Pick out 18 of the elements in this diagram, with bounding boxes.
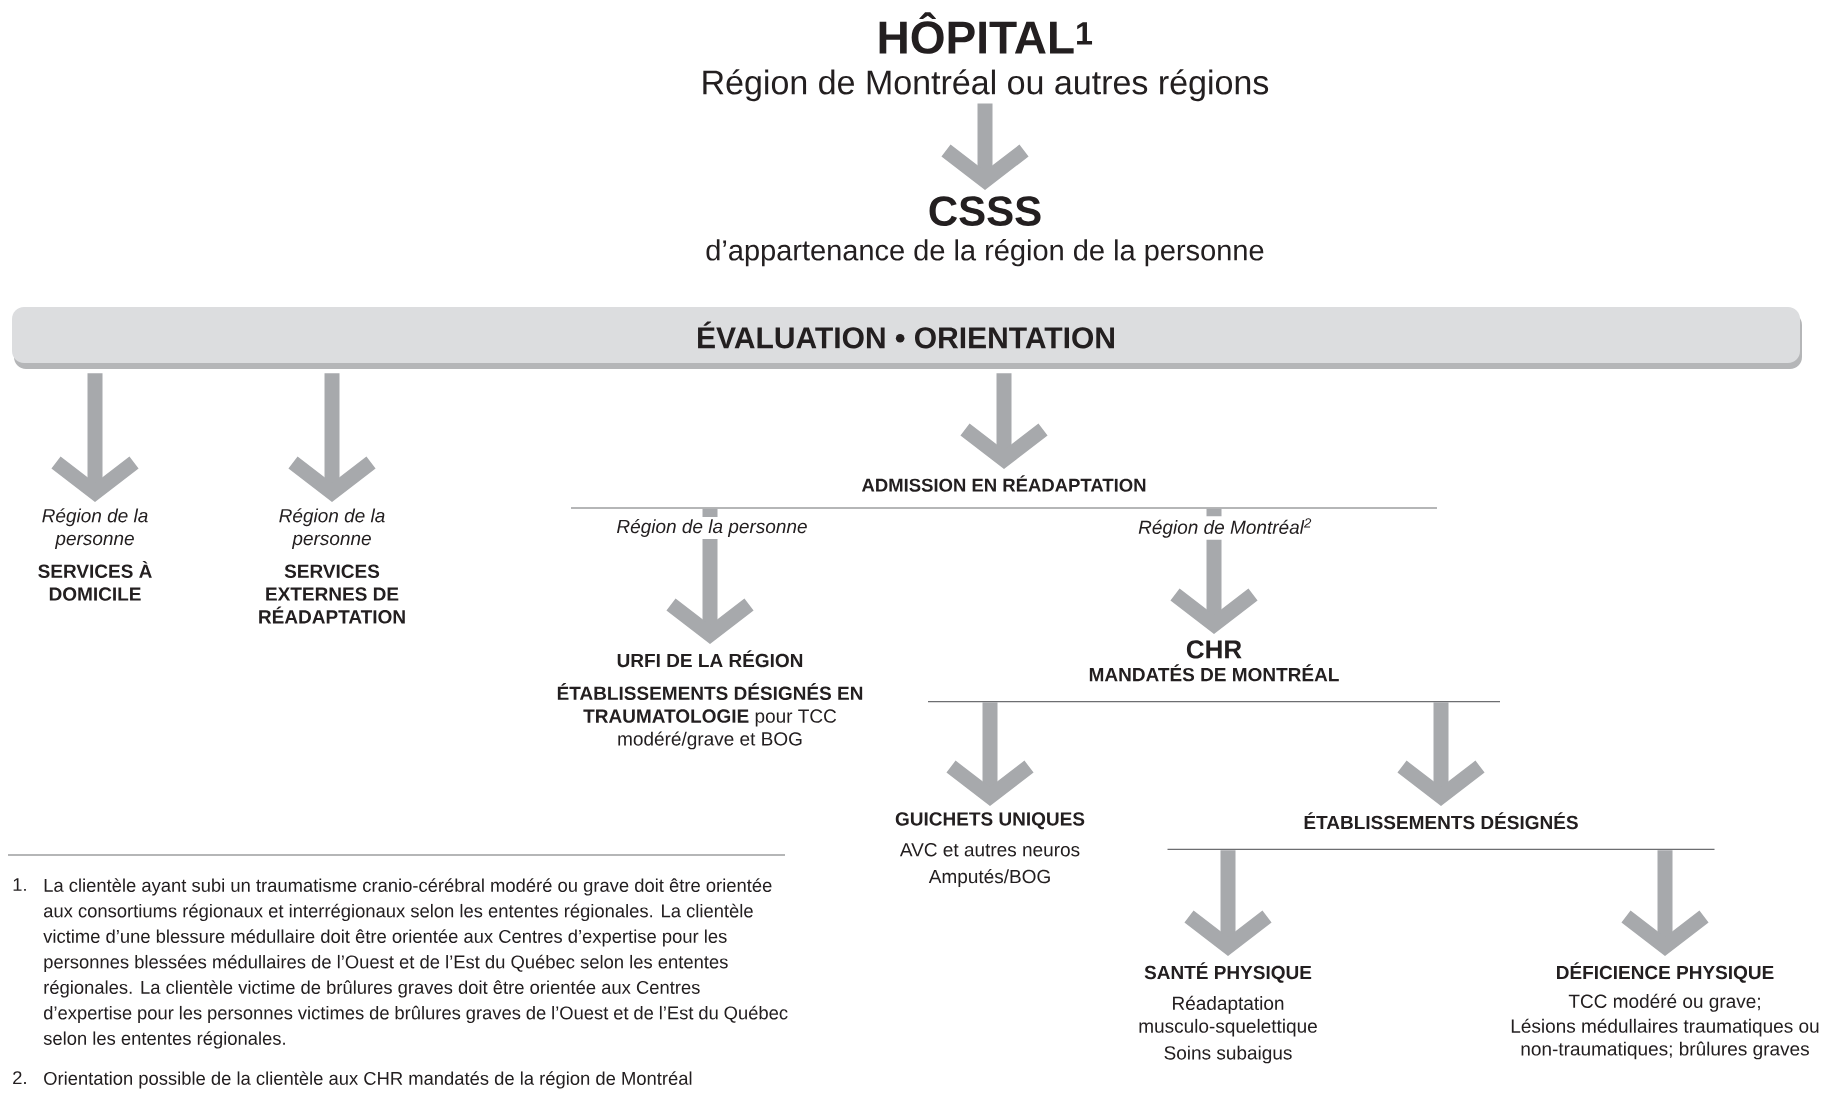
service-text: GUICHETS UNIQUES AVC et autres neuros Amputés/BOG bbox=[895, 812, 1085, 887]
footnote-text: Orientation possible de la clientèle aux CHR mandatés de la région de Montréal bbox=[44, 1071, 692, 1089]
section-heading: ÉTABLISSEMENTS DÉSIGNÉS bbox=[1166, 812, 1716, 851]
service-text: SANTÉ PHYSIQUE Réadaptation musculo-squelettique Soins subaigus bbox=[1139, 962, 1317, 1064]
service-text: Région de la personne SERVICES À DOMICILE bbox=[38, 508, 152, 601]
header-band: ÉVALUATION • ORIENTATION bbox=[12, 307, 1802, 369]
edge-label: Région de la personne bbox=[614, 517, 810, 539]
section-heading: ADMISSION EN RÉADAPTATION bbox=[570, 475, 1438, 509]
service-text: CHR MANDATÉS DE MONTRÉAL bbox=[927, 640, 1501, 703]
service-text: URFI DE LA RÉGION ÉTABLISSEMENTS DÉSIGNÉS EN TRAUMATOLOGIE pour TCC modéré/grave et BOG bbox=[557, 650, 863, 750]
heading-text: HÔPITAL$^{1}$ Région de Montréal ou autres régions bbox=[703, 12, 1269, 102]
footnote-text: 1. bbox=[13, 878, 26, 891]
footnote-text: 2. bbox=[13, 1071, 26, 1085]
service-text: DÉFICIENCE PHYSIQUE TCC modéré ou grave; Lésions médullaires traumatiques ou non-traumatiques; brûlures graves bbox=[1511, 962, 1819, 1060]
footnote-text: La clientèle ayant subi un traumatisme cranio-cérébral modéré ou grave doit être orientée aux consortiums régionaux et interrégionaux selon les ententes régionales. La clientèle victime d’une blessure médullaire doit être orientée aux Centres d’expertise pour les personnes blessées médullaires de l’Ouest et de l’Est du Québec selon les ententes régionales. La clientèle victime de brûlures graves doit être orientée aux Centres d’expertise pour les personnes victimes de brûlures graves de l’Ouest et de l’Est du Québec selon les ententes régionales. bbox=[43, 878, 788, 1049]
heading-text: CSSS d’appartenance de la région de la personne bbox=[706, 196, 1264, 267]
edge-label: Région de Montréal$^{2}$ bbox=[1136, 516, 1314, 540]
service-text: Région de la personne SERVICES EXTERNES DE RÉADAPTATION bbox=[259, 508, 405, 624]
